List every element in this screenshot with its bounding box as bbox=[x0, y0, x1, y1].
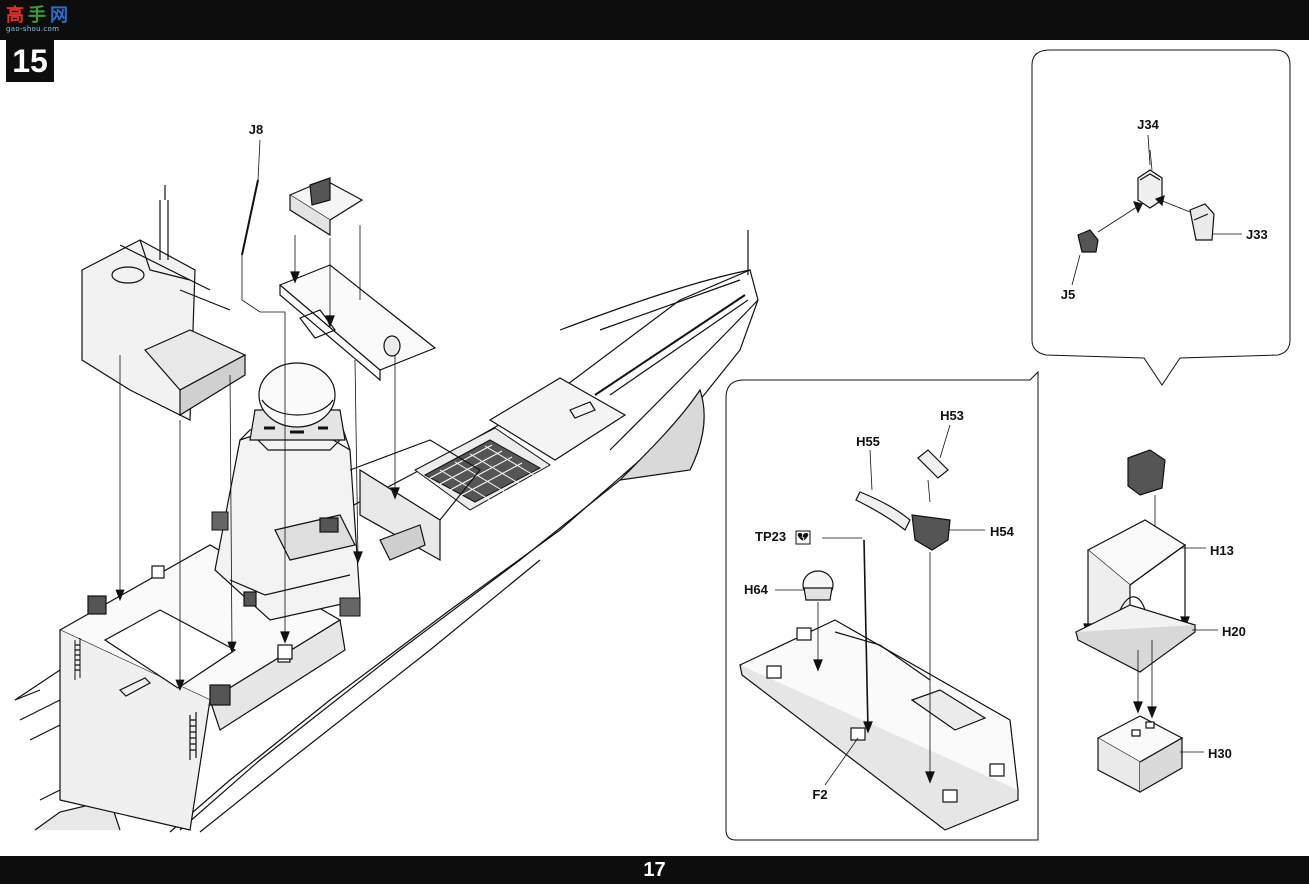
site-logo[interactable]: 高 手 网 gao-shou.com bbox=[6, 4, 70, 36]
leader-lines bbox=[775, 134, 1242, 786]
deck-hatch bbox=[488, 377, 627, 461]
label-h13: H13 bbox=[1210, 543, 1234, 558]
bridge-block bbox=[214, 419, 481, 621]
label-j8: J8 bbox=[249, 122, 263, 137]
label-h20: H20 bbox=[1222, 624, 1246, 639]
part-j34-assembly bbox=[1077, 149, 1215, 253]
part-h13-h20-h30 bbox=[1074, 449, 1197, 793]
step-number: 15 bbox=[6, 40, 54, 82]
detail-panel-f2 bbox=[725, 370, 1039, 841]
page-number: 17 bbox=[643, 859, 666, 881]
inset-panel-j34 bbox=[1031, 49, 1291, 386]
part-f2-base bbox=[738, 619, 1019, 831]
label-tp23: TP23 bbox=[755, 529, 786, 544]
footer-bar: 17 bbox=[0, 856, 1309, 884]
label-h53: H53 bbox=[940, 408, 964, 423]
header-bar: 高 手 网 gao-shou.com bbox=[0, 0, 1309, 40]
label-j33: J33 bbox=[1246, 227, 1268, 242]
label-h54: H54 bbox=[990, 524, 1015, 539]
logo-subtext: gao-shou.com bbox=[6, 24, 60, 33]
missile-cells bbox=[414, 427, 551, 511]
logo-char-3: 网 bbox=[50, 4, 70, 26]
funnel-tower bbox=[81, 185, 247, 421]
label-j34: J34 bbox=[1137, 117, 1159, 132]
radar-tower bbox=[249, 362, 346, 451]
label-h30: H30 bbox=[1208, 746, 1232, 761]
mast-platform bbox=[278, 177, 437, 564]
part-tp23-rod bbox=[863, 539, 873, 734]
logo-char-2: 手 bbox=[28, 4, 48, 26]
logo-char-1: 高 bbox=[6, 4, 26, 26]
label-j5: J5 bbox=[1061, 287, 1075, 302]
label-h55: H55 bbox=[856, 434, 880, 449]
broken-heart-icon bbox=[795, 530, 811, 545]
label-f2: F2 bbox=[812, 787, 827, 802]
label-h64: H64 bbox=[744, 582, 769, 597]
part-h64-dome bbox=[802, 570, 834, 672]
ship-hull bbox=[14, 269, 759, 833]
part-j8-antenna bbox=[241, 139, 293, 660]
funnel-arrows bbox=[115, 355, 237, 692]
gun-mounts bbox=[211, 511, 361, 617]
part-h55-h53-h54 bbox=[855, 449, 951, 784]
